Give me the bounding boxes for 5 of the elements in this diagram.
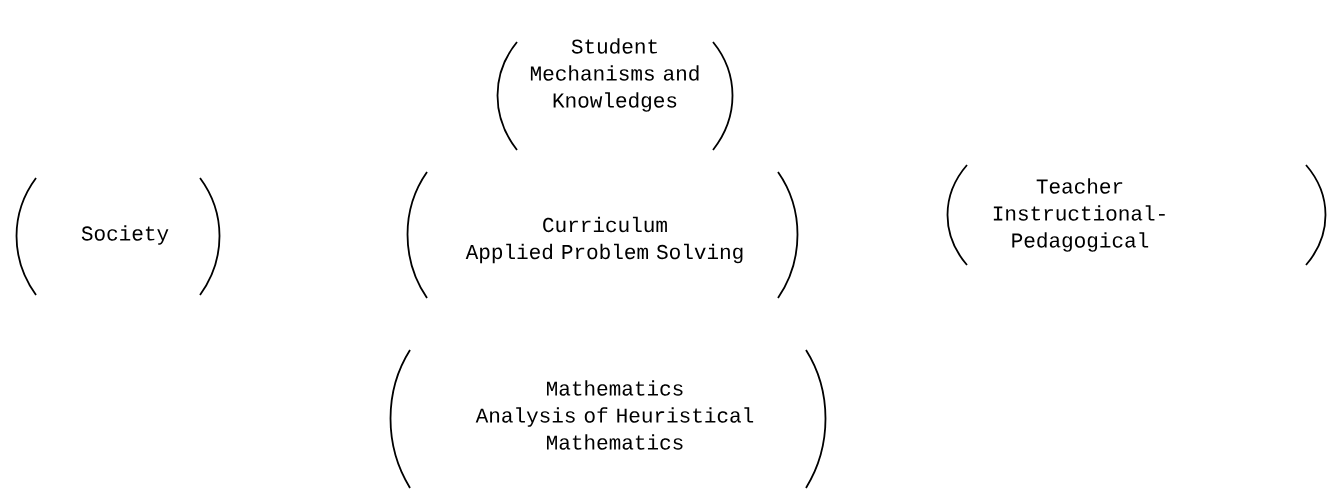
parenthesized-group: Mathematics Analysis of Heuristical Mathematics [389, 349, 827, 489]
parenthesized-group: Student Mechanisms and Knowledges [496, 38, 734, 151]
parenthesized-group: Teacher Instructional-Pedagogical [946, 164, 1327, 266]
parenthesized-group: Society [15, 177, 221, 296]
parenthesized-group: Curriculum Applied Problem Solving [406, 171, 799, 299]
